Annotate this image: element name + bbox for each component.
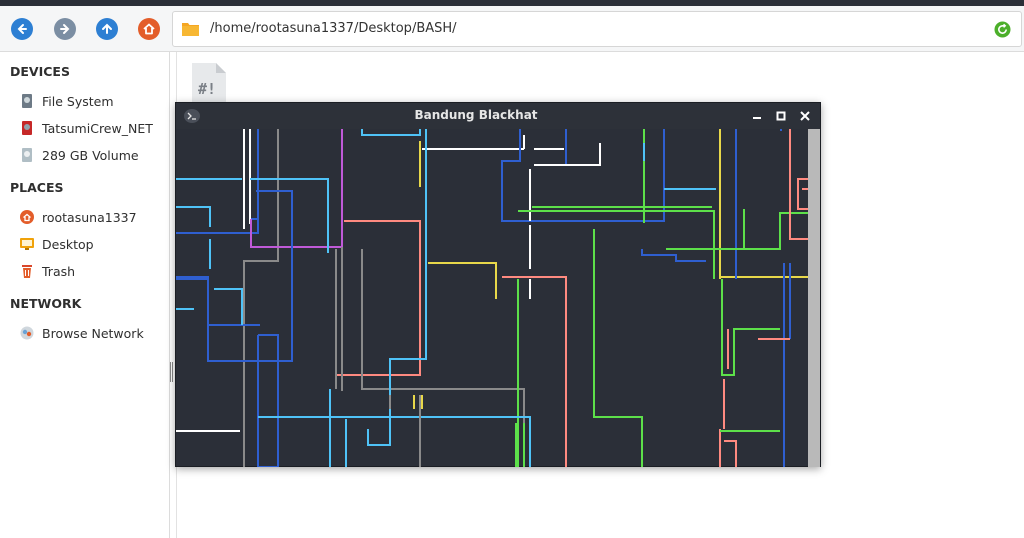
- sidebar-item-browse-network[interactable]: Browse Network: [20, 323, 144, 343]
- terminal-window[interactable]: Bandung Blackhat: [175, 102, 821, 467]
- section-title-places: PLACES: [10, 180, 64, 195]
- back-button[interactable]: [11, 18, 33, 40]
- pipe-segment: [251, 129, 259, 220]
- up-button[interactable]: [96, 18, 118, 40]
- location-bar[interactable]: /home/rootasuna1337/Desktop/BASH/: [172, 11, 1022, 47]
- trash-icon: [22, 265, 32, 278]
- pipe-segment: [502, 276, 567, 467]
- sidebar-item-desktop[interactable]: Desktop: [20, 234, 94, 254]
- sidebar-item-289gb-volume[interactable]: 289 GB Volume: [20, 145, 139, 165]
- terminal-icon: [184, 109, 200, 123]
- sidebar-item-label: 289 GB Volume: [42, 147, 139, 163]
- forward-button[interactable]: [54, 18, 76, 40]
- pipe-segment: [336, 220, 421, 376]
- sidebar-item-label: TatsumiCrew_NET: [42, 120, 153, 136]
- terminal-title: Bandung Blackhat: [414, 108, 538, 122]
- folder-icon: [182, 23, 199, 36]
- terminal-output[interactable]: [176, 129, 808, 467]
- home-button[interactable]: [138, 18, 160, 40]
- section-title-network: NETWORK: [10, 296, 82, 311]
- toolbar: /home/rootasuna1337/Desktop/BASH/: [0, 6, 1024, 52]
- pipe-segment: [250, 178, 329, 253]
- arrow-left-icon: [17, 24, 27, 34]
- sidebar-item-label: Trash: [42, 263, 76, 279]
- drive-icon: [22, 94, 32, 108]
- pipe-segment: [789, 129, 808, 240]
- pipes-animation: [176, 129, 808, 467]
- pipe-segment: [797, 178, 808, 210]
- pipe-segment: [367, 381, 391, 446]
- pipe-segment: [389, 129, 427, 381]
- volume-icon: [22, 148, 32, 162]
- pipe-segment: [176, 206, 211, 227]
- sidebar-item-home[interactable]: rootasuna1337: [20, 207, 137, 227]
- pipe-segment: [724, 440, 737, 467]
- pipe-segment: [176, 219, 259, 234]
- pipe-segment: [250, 129, 343, 248]
- pipe-segment: [593, 229, 643, 467]
- network-icon: [20, 326, 34, 340]
- pipe-segment: [361, 249, 525, 467]
- removable-drive-icon: [22, 121, 32, 135]
- pipe-segment: [534, 143, 601, 166]
- section-title-devices: DEVICES: [10, 64, 70, 79]
- arrow-right-icon: [60, 24, 70, 34]
- script-file-glyph: #!: [198, 80, 216, 98]
- sidebar-item-tatsumicrew-net[interactable]: TatsumiCrew_NET: [20, 118, 153, 138]
- pipe-segment: [214, 288, 243, 325]
- sidebar-item-label: Browse Network: [42, 325, 144, 341]
- sidebar-item-file-system[interactable]: File System: [20, 91, 114, 111]
- sidebar: DEVICES File System TatsumiCrew_NET 289 …: [0, 52, 170, 538]
- pipe-segment: [243, 129, 279, 467]
- terminal-titlebar[interactable]: Bandung Blackhat: [176, 103, 820, 129]
- home-icon: [143, 23, 155, 35]
- sidebar-item-label: Desktop: [42, 236, 94, 252]
- sidebar-item-label: File System: [42, 93, 114, 109]
- pipe-segment: [501, 129, 665, 222]
- close-icon[interactable]: [798, 109, 812, 123]
- top-panel-strip: [0, 0, 1024, 6]
- desktop-icon: [20, 238, 34, 250]
- minimize-icon[interactable]: [750, 109, 764, 123]
- pipe-segment: [641, 249, 706, 262]
- reload-icon[interactable]: [994, 21, 1011, 38]
- maximize-icon[interactable]: [774, 109, 788, 123]
- pipe-segment: [258, 416, 531, 467]
- location-path[interactable]: /home/rootasuna1337/Desktop/BASH/: [210, 21, 457, 36]
- arrow-up-icon: [102, 23, 112, 34]
- sidebar-item-trash[interactable]: Trash: [20, 261, 75, 281]
- script-file-icon[interactable]: #!: [190, 63, 226, 103]
- pipe-segment: [176, 276, 292, 362]
- pipe-segment: [428, 262, 497, 299]
- pipe-segment: [361, 129, 421, 136]
- terminal-scrollbar[interactable]: [808, 129, 820, 467]
- pipe-segment: [666, 212, 808, 250]
- sidebar-item-label: rootasuna1337: [42, 209, 137, 225]
- pipe-segment: [721, 279, 780, 376]
- home-icon: [20, 210, 34, 224]
- sidebar-resize-handle[interactable]: [170, 362, 173, 382]
- pipe-segment: [257, 334, 279, 467]
